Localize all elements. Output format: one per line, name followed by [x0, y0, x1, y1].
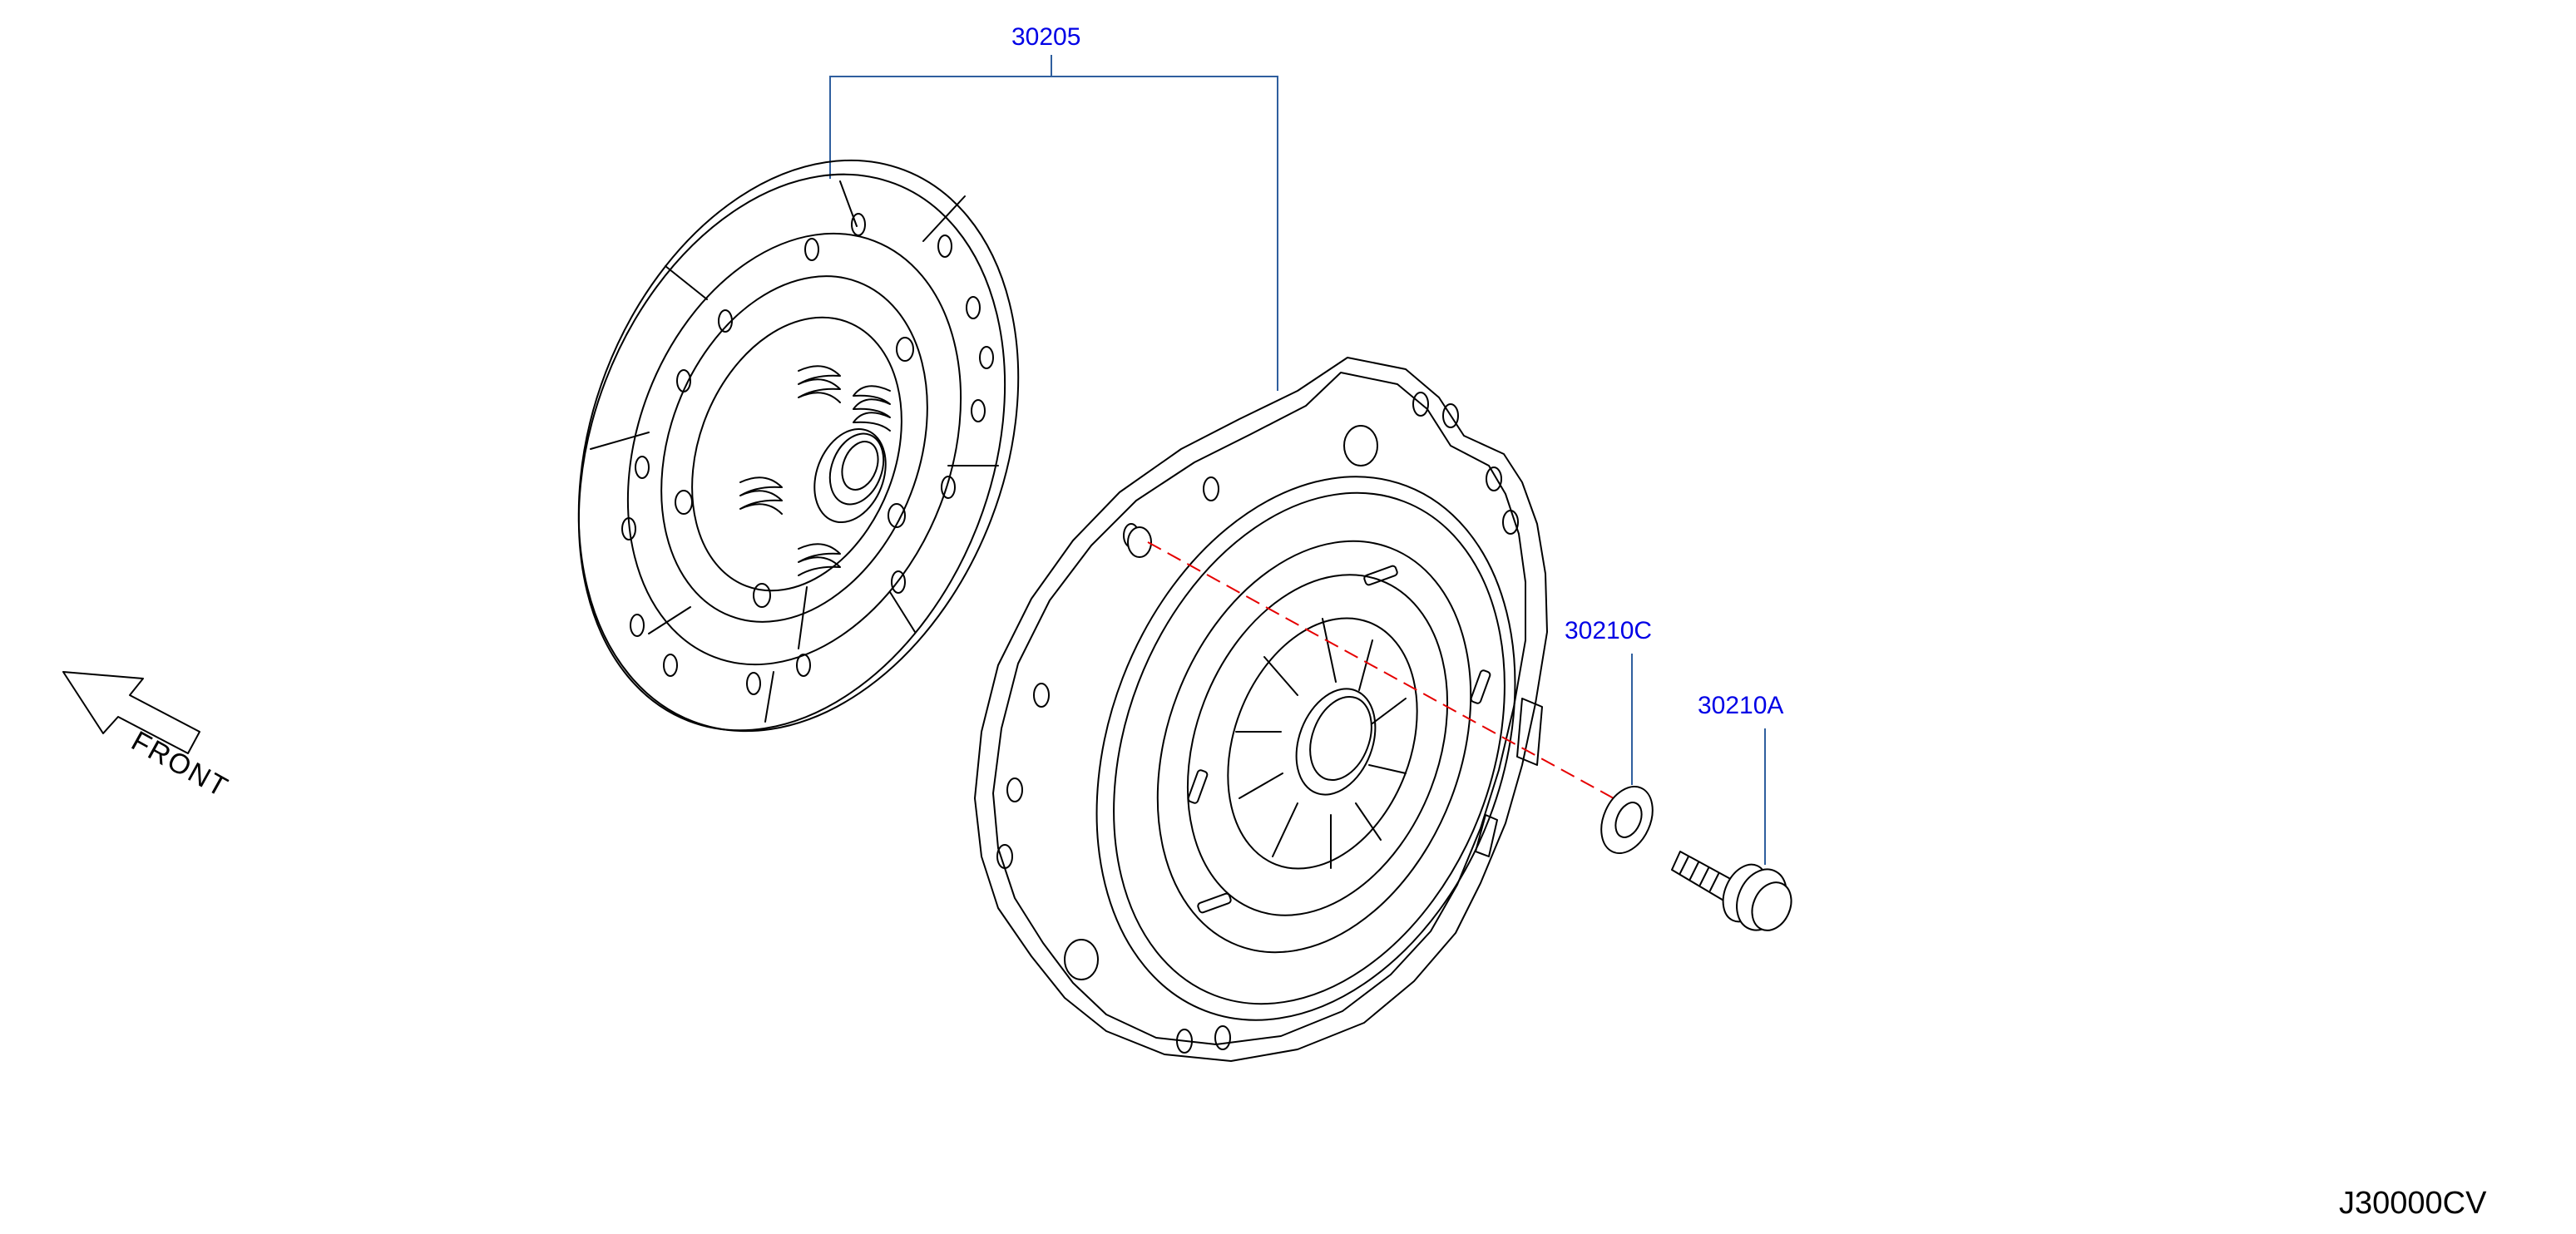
callout-30210a[interactable]: 30210A — [1698, 692, 1784, 719]
callout-30205[interactable]: 30205 — [1011, 23, 1081, 51]
washer — [1600, 785, 1654, 855]
bolt — [1671, 851, 1792, 931]
clutch-disc — [577, 159, 1020, 733]
leader-30205 — [829, 55, 1278, 391]
clutch-cover — [974, 357, 1548, 1062]
diagram-code: J30000CV — [2339, 1186, 2487, 1221]
front-arrow-icon — [62, 671, 200, 754]
callout-30210c[interactable]: 30210C — [1565, 617, 1653, 644]
